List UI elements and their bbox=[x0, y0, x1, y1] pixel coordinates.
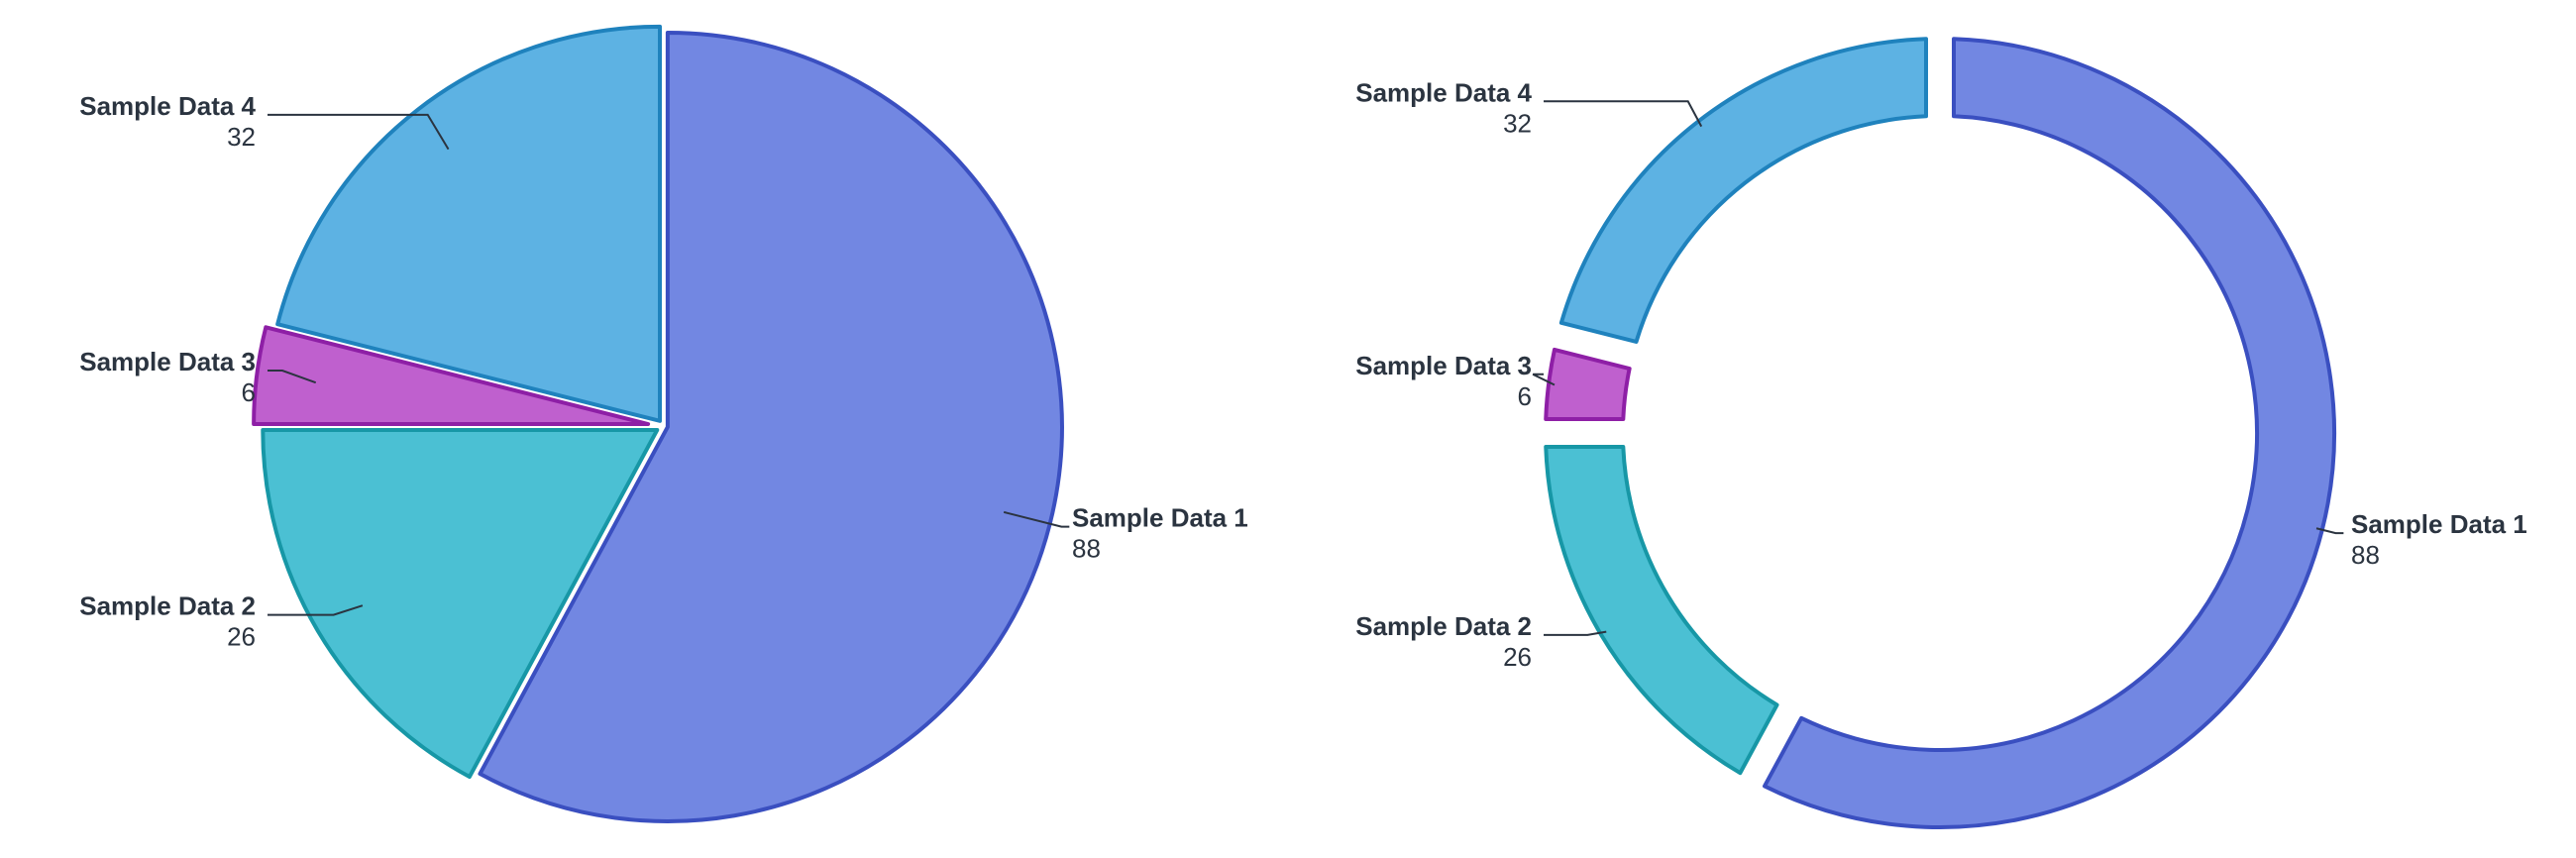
pie-value-sample-data-4: 32 bbox=[227, 122, 256, 152]
donut-slice-sample-data-2[interactable] bbox=[1544, 444, 1779, 776]
pie-slice-sample-data-3[interactable] bbox=[252, 325, 651, 427]
donut-value-sample-data-1: 88 bbox=[2351, 540, 2380, 570]
donut-label-sample-data-2: Sample Data 2 bbox=[1355, 611, 1532, 641]
pie-leader-sample-data-2 bbox=[268, 604, 364, 616]
pie-leader-sample-data-4 bbox=[268, 113, 450, 151]
pie-label-sample-data-3: Sample Data 3 bbox=[79, 347, 256, 376]
pie-slice-sample-data-2[interactable] bbox=[261, 428, 660, 780]
pie-slice-sample-data-4[interactable] bbox=[275, 24, 662, 423]
pie-label-sample-data-1: Sample Data 1 bbox=[1072, 503, 1248, 533]
donut-leader-sample-data-1 bbox=[2315, 527, 2344, 535]
pie-label-sample-data-2: Sample Data 2 bbox=[79, 591, 256, 621]
donut-leader-sample-data-4 bbox=[1544, 100, 1703, 128]
donut-value-sample-data-4: 32 bbox=[1503, 108, 1532, 138]
donut-label-sample-data-1: Sample Data 1 bbox=[2351, 509, 2527, 539]
pie-value-sample-data-3: 6 bbox=[242, 377, 256, 407]
donut-slice-sample-data-3[interactable] bbox=[1544, 347, 1632, 422]
donut-label-sample-data-4: Sample Data 4 bbox=[1355, 77, 1532, 107]
donut-label-sample-data-3: Sample Data 3 bbox=[1355, 351, 1532, 380]
pie-value-sample-data-1: 88 bbox=[1072, 534, 1101, 564]
donut-slice-sample-data-4[interactable] bbox=[1558, 37, 1928, 344]
donut-leader-sample-data-3 bbox=[1532, 373, 1556, 386]
donut-value-sample-data-3: 6 bbox=[1518, 381, 1532, 411]
donut-value-sample-data-2: 26 bbox=[1503, 642, 1532, 672]
pie-label-sample-data-4: Sample Data 4 bbox=[79, 91, 256, 121]
donut-slice-sample-data-1[interactable] bbox=[1763, 37, 2336, 829]
pie-leader-sample-data-1 bbox=[1003, 510, 1070, 528]
pie-value-sample-data-2: 26 bbox=[227, 622, 256, 652]
pie-leader-sample-data-3 bbox=[268, 370, 317, 384]
donut-leader-sample-data-2 bbox=[1544, 630, 1607, 636]
